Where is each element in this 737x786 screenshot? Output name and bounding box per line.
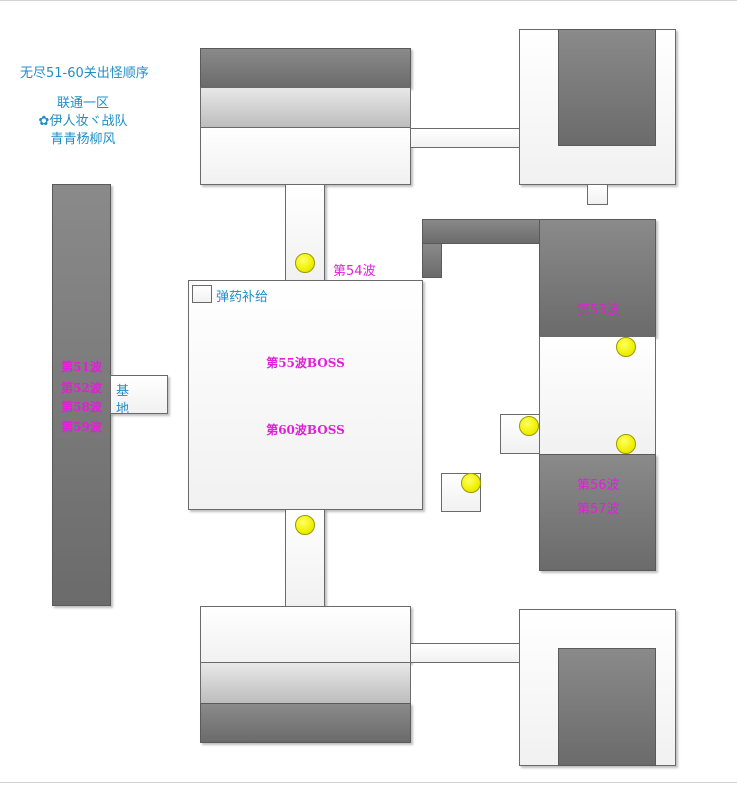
top-border xyxy=(0,0,737,1)
central-hall xyxy=(188,280,423,510)
base-label-1: 基 xyxy=(116,384,130,399)
wave-53-label: 第53波 xyxy=(577,303,620,318)
bottom-left-building-middle xyxy=(200,662,411,704)
server-name: 联通一区 xyxy=(56,96,109,111)
ammo-supply-box[interactable] xyxy=(192,285,212,303)
author-name: 青青杨柳风 xyxy=(50,132,116,147)
wave-54-label: 第54波 xyxy=(333,264,376,279)
top-connector xyxy=(410,128,520,148)
spawn-point-southeast xyxy=(461,473,481,493)
bottom-left-building-top xyxy=(200,606,411,663)
east-bar-stub xyxy=(422,243,442,278)
top-left-building-base xyxy=(200,127,411,185)
east-block-middle xyxy=(539,336,656,455)
wave-60-boss-label: 第60波BOSS xyxy=(266,423,345,437)
base-block xyxy=(110,375,168,414)
bottom-left-building-floor xyxy=(200,703,411,743)
spawn-point-54 xyxy=(295,253,315,273)
top-right-small-block xyxy=(587,184,608,205)
top-right-building-core xyxy=(558,29,656,146)
bottom-border xyxy=(0,782,737,783)
ammo-supply-label: 弹药补给 xyxy=(216,290,269,305)
wave-55-boss-label: 第55波BOSS xyxy=(266,356,345,370)
wave-51-label: 第51波 xyxy=(61,360,102,374)
bottom-right-building-core xyxy=(558,648,656,766)
wave-58-label: 第58波 xyxy=(61,400,102,414)
bottom-connector xyxy=(410,643,520,663)
wave-57-label: 第57波 xyxy=(577,502,620,517)
east-bar xyxy=(422,219,540,244)
base-label-2: 地 xyxy=(116,402,130,417)
wave-52-label: 第52波 xyxy=(61,381,102,395)
spawn-point-east xyxy=(519,416,539,436)
team-name: ✿伊人妆ヾ战队 xyxy=(38,114,128,129)
wave-59-label: 第59波 xyxy=(61,420,102,434)
left-corridor xyxy=(52,184,111,606)
top-left-building-roof xyxy=(200,48,411,88)
spawn-point-56 xyxy=(616,434,636,454)
south-corridor xyxy=(285,509,325,607)
spawn-point-53 xyxy=(616,337,636,357)
top-left-building-middle xyxy=(200,87,411,128)
spawn-point-south xyxy=(295,515,315,535)
east-block-lower xyxy=(539,454,656,571)
wave-56-label: 第56波 xyxy=(577,478,620,493)
map-title: 无尽51-60关出怪顺序 xyxy=(20,66,149,81)
east-block-upper xyxy=(539,219,656,337)
